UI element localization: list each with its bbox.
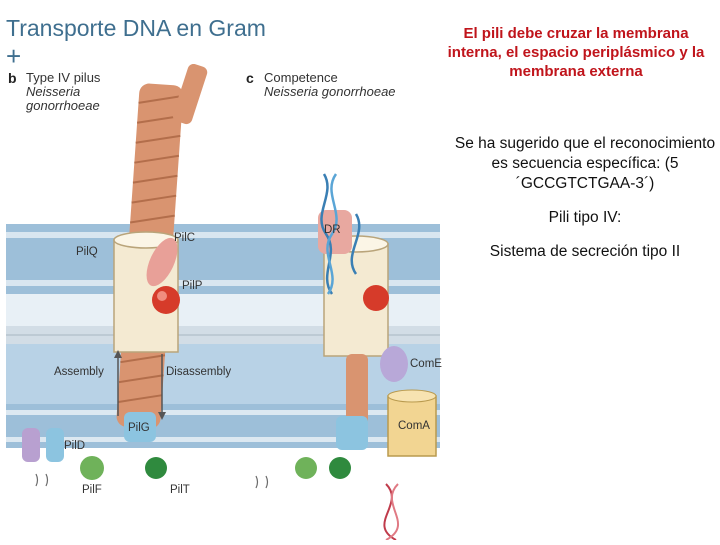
- pilc-protein: [146, 237, 178, 287]
- dr-label: DR: [324, 224, 341, 236]
- pilq-label: PilQ: [76, 246, 98, 258]
- come-protein: [380, 346, 408, 382]
- panel-c-line2: Neisseria gonorrhoeae: [264, 84, 396, 99]
- pilc-label: PilC: [174, 232, 196, 244]
- note-recognition: Se ha sugerido que el reconocimiento es …: [454, 135, 716, 192]
- dr-receptor: [318, 210, 352, 254]
- coma-label: ComA: [398, 420, 430, 432]
- slide-title: Transporte DNA en Gram +: [6, 14, 266, 70]
- pilg-label: PilG: [128, 422, 150, 434]
- pilt-label: PilT: [170, 484, 190, 496]
- panel-b-line3: gonorrhoeae: [26, 98, 100, 113]
- slide-title-line1: Transporte DNA en Gram: [6, 15, 266, 41]
- slide-title-plus: +: [6, 41, 22, 71]
- note-pili-type: Pili tipo IV:: [548, 209, 622, 226]
- note-secretion-system: Sistema de secreción tipo II: [489, 243, 681, 260]
- type-iv-pilus-figure: b Type IV pilus Neisseria gonorrhoeae c …: [6, 63, 442, 541]
- come-label: ComE: [410, 358, 442, 370]
- panel-c-line1: Competence: [264, 70, 338, 85]
- dna-helix-icon: [320, 173, 361, 295]
- pild-protein: [22, 428, 40, 462]
- pilg-protein: [124, 412, 156, 442]
- pilt-protein: [145, 457, 167, 479]
- pilp-label: PilP: [182, 280, 203, 292]
- pili-crossing-note: El pili debe cruzar la membrana interna,…: [447, 25, 705, 80]
- assembly-label: Assembly: [54, 366, 104, 378]
- pilp-protein-right: [363, 285, 389, 311]
- panel-c-letter: c: [246, 70, 254, 86]
- disassembly-label: Disassembly: [166, 366, 232, 378]
- coma-channel: [387, 389, 437, 457]
- panel-b-letter: b: [8, 70, 17, 86]
- pilf-protein: [80, 456, 104, 480]
- pilf-label: PilF: [82, 484, 102, 496]
- pild-label: PilD: [64, 440, 86, 452]
- pilp-protein: [152, 286, 180, 314]
- panel-b-line1: Type IV pilus: [26, 70, 101, 85]
- pilus-diagram: [6, 63, 440, 541]
- panel-b-line2: Neisseria: [26, 84, 81, 99]
- notes-block: Se ha sugerido que el reconocimiento es …: [450, 134, 720, 276]
